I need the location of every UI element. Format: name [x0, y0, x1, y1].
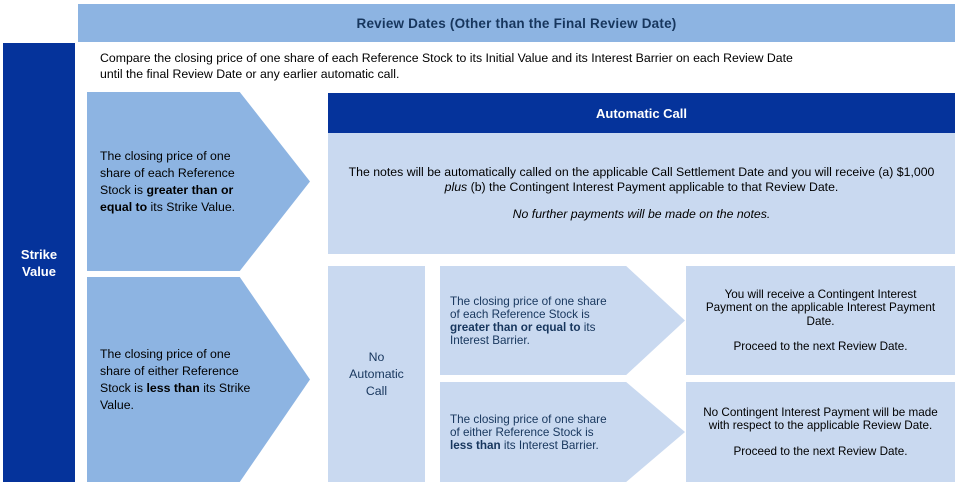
outcome-interest-paid-text: You will receive a Contingent Interest P…: [705, 287, 936, 328]
intro-text: Compare the closing price of one share o…: [100, 50, 955, 82]
intro-line-2: until the final Review Date or any earli…: [100, 67, 400, 81]
automatic-call-note: No further payments will be made on the …: [512, 207, 771, 222]
review-dates-title-bar: Review Dates (Other than the Final Revie…: [78, 4, 955, 42]
arrow-below-strike-value: The closing price of one share of either…: [87, 277, 310, 482]
strike-value-label: Strike Value: [20, 246, 58, 279]
outcome-interest-paid-next: Proceed to the next Review Date.: [733, 340, 908, 353]
arrow-below-interest-barrier: The closing price of one share of either…: [440, 382, 685, 482]
outcome-no-interest-next: Proceed to the next Review Date.: [733, 444, 908, 458]
intro-line-1: Compare the closing price of one share o…: [100, 51, 793, 65]
page-title: Review Dates (Other than the Final Revie…: [356, 15, 677, 31]
arrow-above-interest-barrier: The closing price of one share of each R…: [440, 266, 685, 375]
automatic-call-body: The notes will be automatically called o…: [328, 133, 955, 254]
outcome-no-interest-text: No Contingent Interest Payment will be m…: [703, 405, 938, 433]
automatic-call-title: Automatic Call: [595, 105, 687, 121]
automatic-call-header: Automatic Call: [328, 93, 955, 133]
arrow-above-strike-text: The closing price of one share of each R…: [100, 148, 236, 214]
arrow-below-strike-text: The closing price of one share of either…: [100, 346, 251, 412]
no-automatic-call-box: No Automatic Call: [328, 266, 425, 482]
outcome-no-contingent-interest: No Contingent Interest Payment will be m…: [686, 382, 955, 482]
arrow-below-interest-text: The closing price of one share of either…: [450, 412, 607, 452]
automatic-call-description: The notes will be automatically called o…: [348, 165, 935, 194]
arrow-above-strike-value: The closing price of one share of each R…: [87, 92, 310, 271]
no-automatic-call-label: No Automatic Call: [349, 349, 404, 398]
outcome-contingent-interest-paid: You will receive a Contingent Interest P…: [686, 266, 955, 375]
arrow-above-interest-text: The closing price of one share of each R…: [450, 294, 607, 347]
strike-value-sidebar: Strike Value: [3, 43, 75, 482]
